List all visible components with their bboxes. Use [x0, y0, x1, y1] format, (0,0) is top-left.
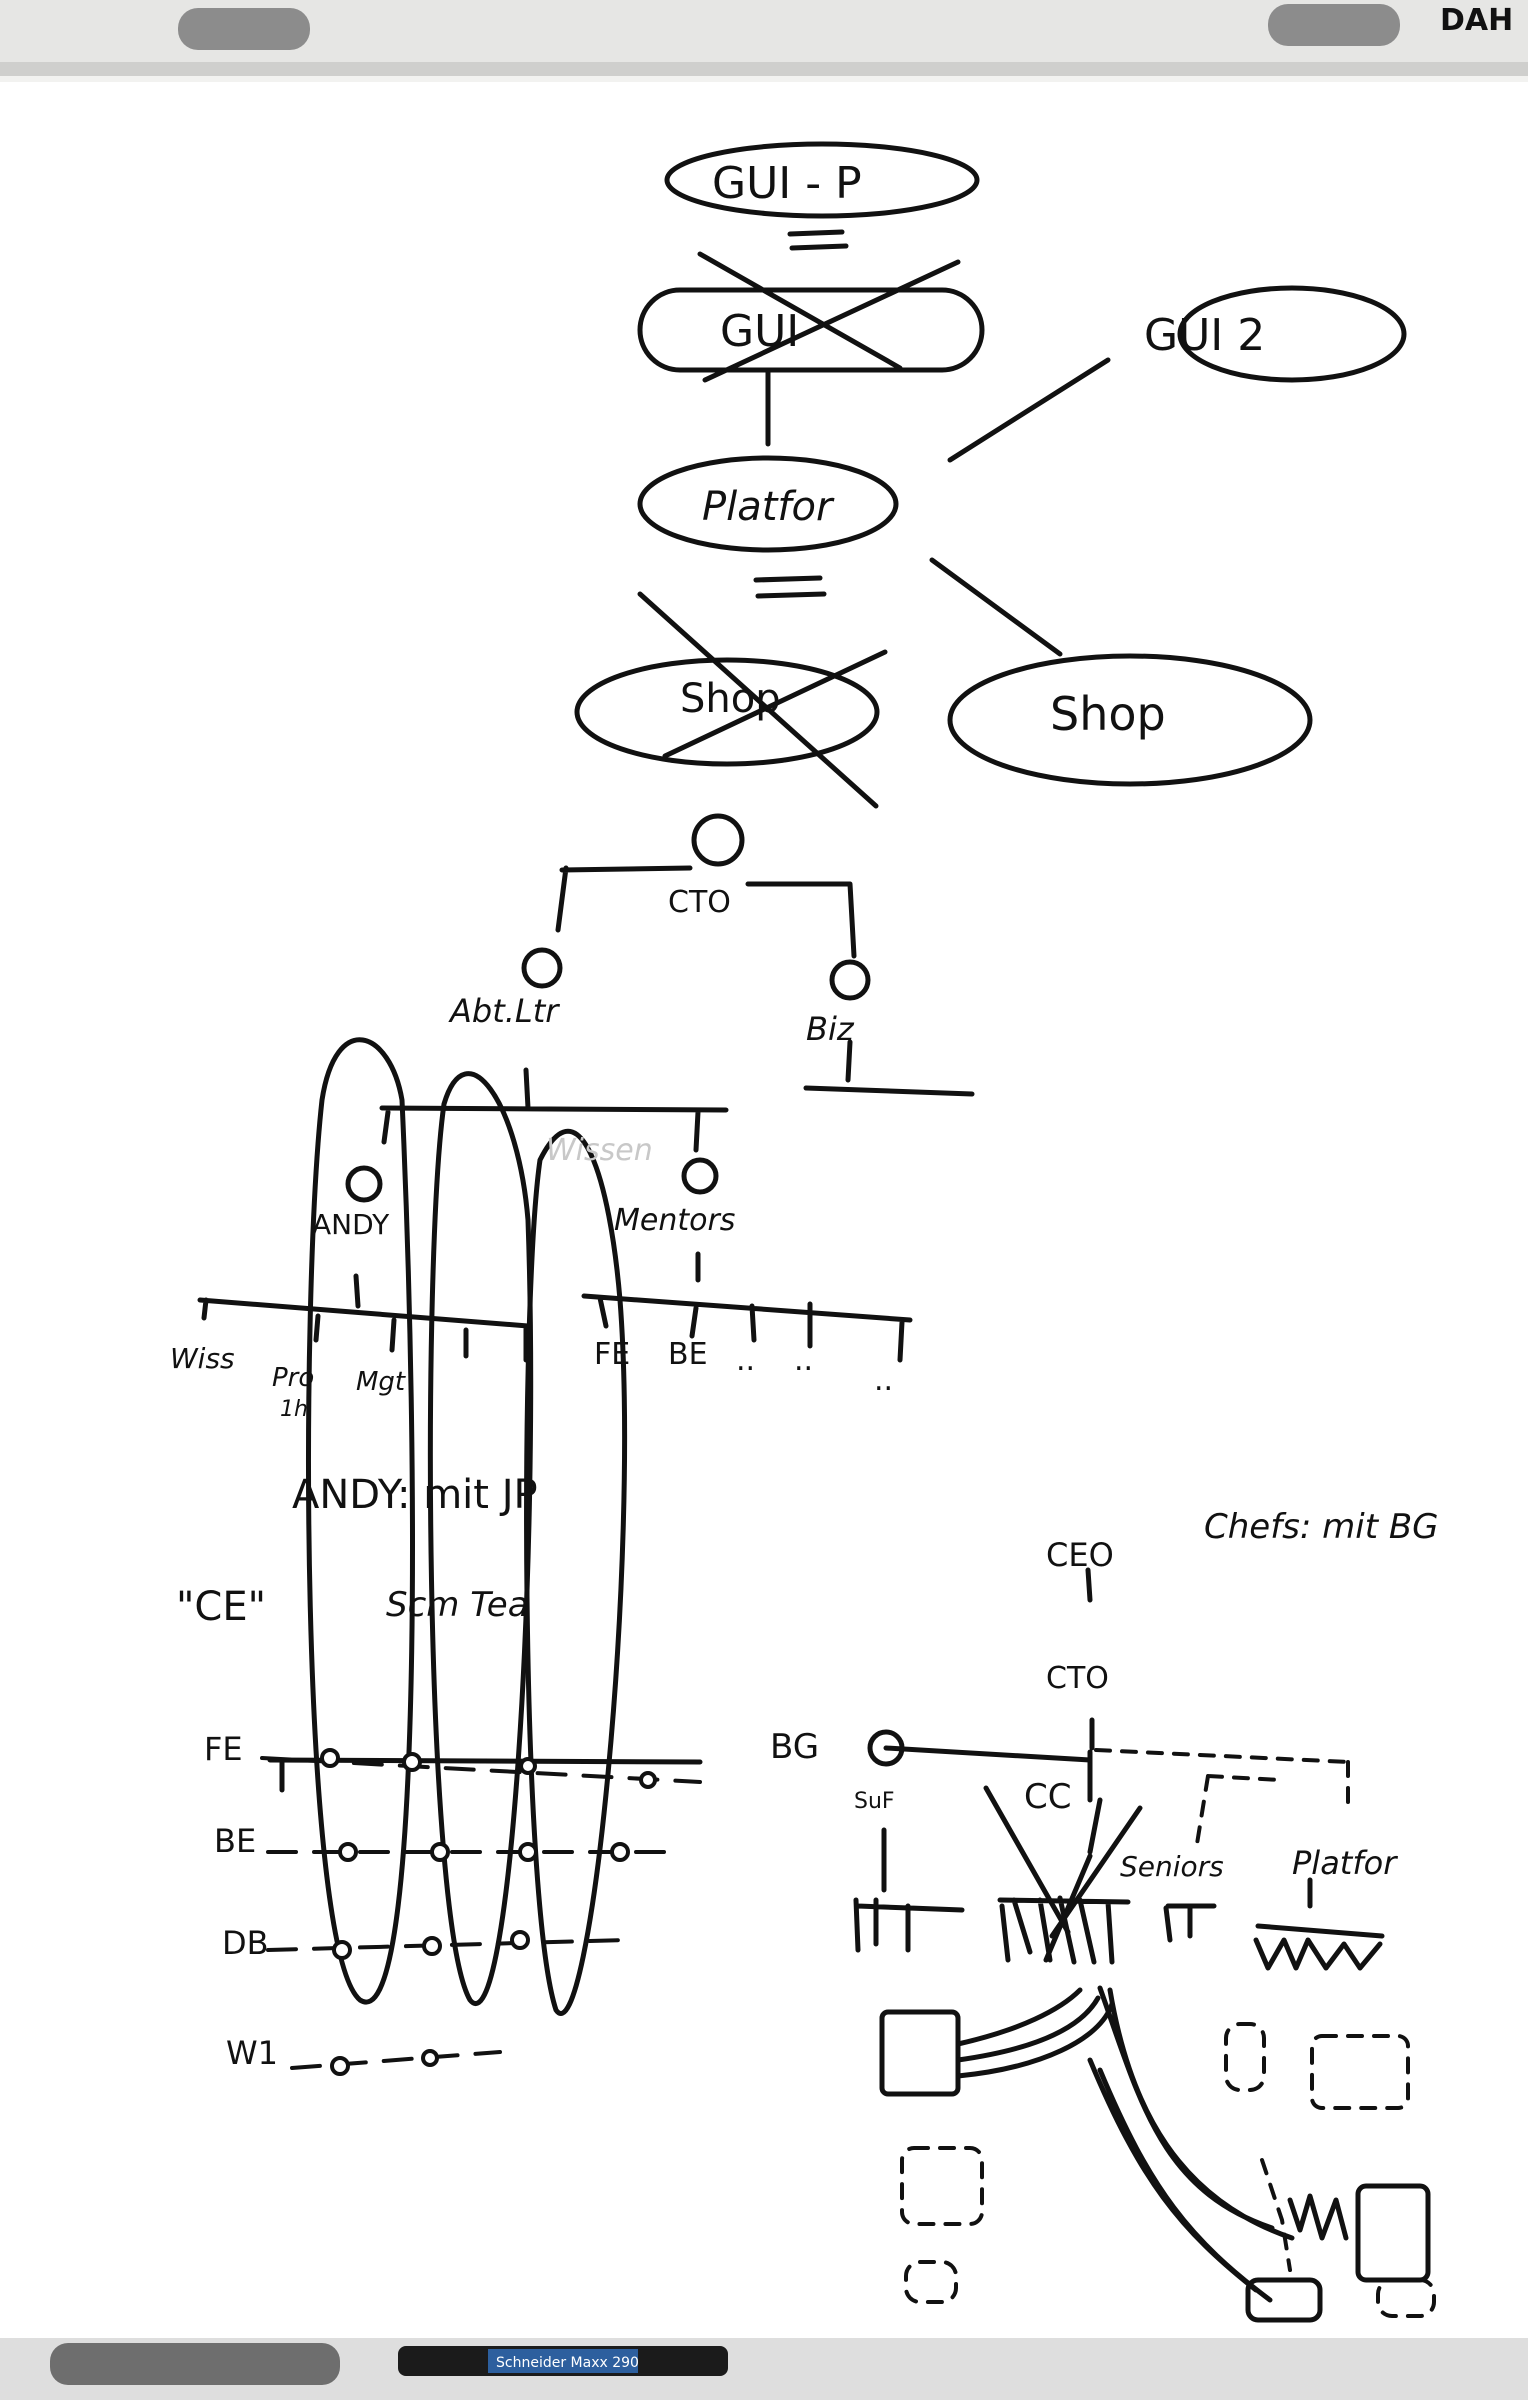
leaf-dots-3: ..: [874, 1363, 893, 1398]
matrix-row-w1: W1: [226, 2034, 278, 2072]
marker-label: Schneider Maxx 290: [496, 2355, 639, 2371]
cross-out-cc: [983, 1785, 1143, 1963]
edge-platform-gui2: [947, 357, 1111, 463]
node-gui: [637, 287, 985, 373]
writing-surface: [0, 82, 1528, 2338]
leaf-be: BE: [668, 1337, 708, 1372]
andy-label: ANDY: [312, 1208, 390, 1241]
seniors-label: Seniors: [1120, 1850, 1224, 1883]
node-shop-crossed: [574, 657, 880, 767]
matrix-heading: ANDY: mit JP: [292, 1472, 538, 1518]
matrix-cols-label: Scm Tea: [386, 1585, 529, 1625]
node-gui2: [1177, 285, 1407, 383]
edge-platform-shop: [929, 557, 1063, 657]
leaf-dots-1: ..: [736, 1343, 755, 1378]
matrix-row-fe: FE: [204, 1730, 243, 1768]
bg-label: BG: [770, 1727, 819, 1767]
left-clip: [178, 8, 310, 50]
cto-node: [691, 813, 745, 867]
node-shop: [947, 653, 1313, 787]
cc-label: CC: [1024, 1777, 1071, 1817]
right-branch-label: Biz: [806, 1010, 855, 1048]
matrix-row-db: DB: [222, 1924, 269, 1962]
node-shop-crossed-label: Shop: [680, 676, 781, 722]
platform-team: [1253, 1923, 1385, 1971]
node-gui2-label: GUI 2: [1144, 310, 1265, 361]
cto-label: CTO: [668, 885, 731, 920]
node-shop-label: Shop: [1050, 687, 1166, 741]
matrix-col-3: [524, 1129, 628, 2016]
matrix-col-2: [427, 1071, 534, 2006]
brand-logo: DAH: [1440, 3, 1513, 38]
cross-out-shop: [637, 591, 888, 809]
row-db: [266, 1938, 628, 1952]
suf-label: SuF: [854, 1789, 895, 1814]
node-gui-label: GUI: [720, 306, 799, 357]
row-w1: [290, 2050, 502, 2070]
node-platform: [637, 455, 899, 553]
right-tree-heading: Chefs: mit BG: [1204, 1507, 1439, 1547]
matrix-row-be: BE: [214, 1822, 256, 1860]
ceo-label: CEO: [1046, 1536, 1114, 1574]
left-branch-label: Abt.Ltr: [448, 992, 560, 1030]
cross-out-gui: [697, 251, 961, 383]
leaf-fe: FE: [594, 1337, 630, 1372]
mentors-label: Mentors: [614, 1203, 735, 1238]
leaf-pro-sub: 1h: [280, 1397, 308, 1422]
right-cto-label: CTO: [1046, 1661, 1109, 1696]
right-clip: [1268, 4, 1400, 46]
node-gui-p: [664, 141, 980, 219]
leaf-pro: Pro: [272, 1363, 314, 1393]
matrix-corner: "CE": [176, 1584, 266, 1630]
node-gui-p-label: GUI - P: [712, 158, 862, 209]
leaf-mgt: Mgt: [356, 1367, 406, 1397]
faded-erased-text: Wissen: [546, 1133, 653, 1168]
leaf-wiss: Wiss: [170, 1342, 235, 1375]
node-platform-label: Platfor: [702, 484, 835, 530]
right-platform-label: Platfor: [1292, 1844, 1398, 1882]
leaf-dots-2: ..: [794, 1343, 813, 1378]
matrix-col-1: [306, 1037, 415, 2005]
eraser-icon[interactable]: [50, 2343, 340, 2385]
